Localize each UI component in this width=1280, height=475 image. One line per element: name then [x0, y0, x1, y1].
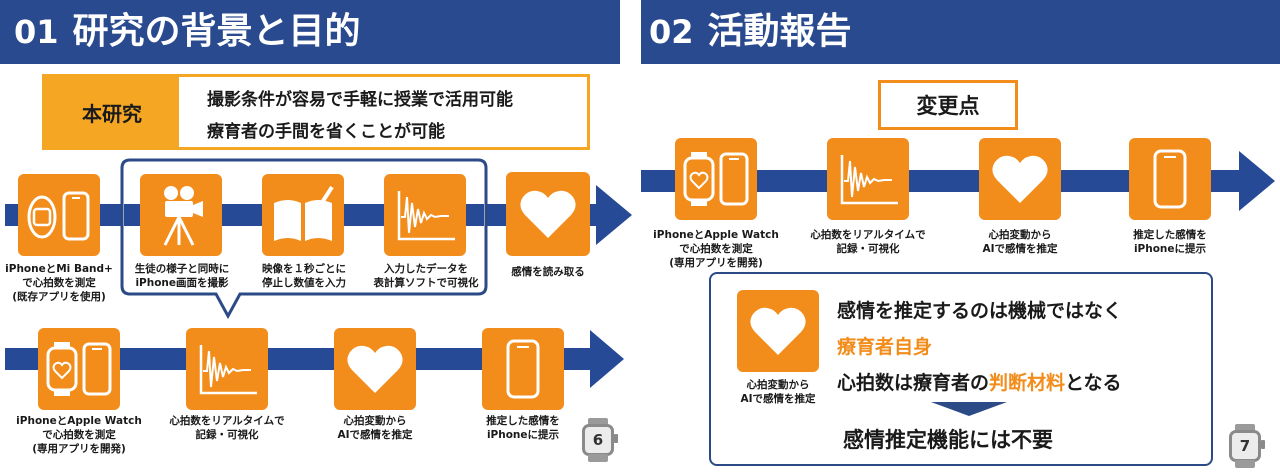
row1-caption-2: 生徒の様子と同時に iPhone画面を撮影: [134, 263, 230, 289]
note-line-3c: となる: [1065, 372, 1122, 394]
row1-icon-chart: [384, 174, 466, 256]
slide2-caption-2: 心拍数をリアルタイムで 記録・可視化: [810, 229, 926, 255]
heartrate-chart-icon: [199, 345, 257, 395]
note-conclusion: 感情推定機能には不要: [843, 428, 1053, 452]
slide2-arrow-head: [1239, 151, 1275, 211]
note-line-1: 感情を推定するのは機械ではなく: [837, 300, 1123, 322]
page-number-badge: 7: [1227, 424, 1265, 468]
smartband-icon: [27, 191, 90, 241]
heart-icon: [520, 190, 576, 238]
heart-icon: [992, 155, 1048, 203]
row2-icon-watch-phone: [38, 328, 120, 410]
row2-icon-phone: [482, 328, 564, 410]
slide-2-title-banner: 02 活動報告: [641, 0, 1280, 64]
row1-icon-book: [262, 174, 344, 256]
row2-caption-2: 心拍数をリアルタイムで 記録・可視化: [169, 415, 285, 441]
page-number: 6: [592, 431, 604, 449]
research-label: 本研究: [82, 101, 142, 126]
changes-label-box: 変更点: [878, 80, 1018, 130]
note-icon-heart: [737, 290, 819, 372]
heart-icon: [750, 307, 806, 355]
heartrate-chart-icon: [840, 155, 898, 205]
slide-2-number: 02: [649, 13, 694, 51]
apple-watch-heart-icon: [46, 342, 112, 396]
book-pen-icon: [274, 185, 334, 241]
note-box: 心拍変動から AIで感情を推定 感情を推定するのは機械ではなく 療育者自身 心拍…: [709, 272, 1213, 466]
note-line-3a: 心拍数は療育者の: [837, 372, 990, 394]
note-line-2: 療育者自身: [837, 336, 933, 358]
heartrate-chart-icon: [397, 191, 455, 241]
row2-arrow-line: [5, 348, 595, 370]
row1-caption-1: iPhoneとMi Band+ で心拍数を測定 (既存アプリを使用): [5, 263, 113, 303]
row2-arrow-head: [590, 330, 624, 388]
slide2-caption-4: 推定した感情を iPhoneに提示: [1133, 229, 1207, 255]
note-down-arrow: [931, 402, 1007, 416]
slide-1: 01 研究の背景と目的 本研究 撮影条件が容易で手軽に授業で活用可能 療育者の手間…: [0, 0, 634, 475]
slide2-icon-phone: [1129, 138, 1211, 220]
slide2-caption-3: 心拍変動から AIで感情を推定: [982, 229, 1058, 255]
slide-1-title: 研究の背景と目的: [72, 11, 361, 52]
slide-1-title-banner: 01 研究の背景と目的: [0, 0, 620, 64]
heart-icon: [347, 345, 403, 393]
slide2-icon-watch-phone: [675, 138, 757, 220]
row2-caption-3: 心拍変動から AIで感情を推定: [337, 415, 413, 441]
row1-icon-camera: [140, 174, 222, 256]
smartphone-icon: [1153, 149, 1187, 209]
row1-arrow-head: [596, 185, 632, 245]
page-number-badge: 6: [580, 418, 618, 462]
slide2-arrow-line: [641, 170, 1241, 192]
slide2-caption-1: iPhoneとApple Watch で心拍数を測定 (専用アプリを開発): [653, 229, 779, 269]
slide-2-title: 活動報告: [707, 11, 852, 52]
note-line-3b: 判断材料: [989, 372, 1066, 394]
row2-caption-1: iPhoneとApple Watch で心拍数を測定 (専用アプリを開発): [16, 415, 142, 455]
page-number: 7: [1239, 437, 1251, 455]
row1-caption-5: 感情を読み取る: [511, 266, 585, 278]
apple-watch-heart-icon: [683, 152, 749, 206]
slide-1-number: 01: [14, 13, 59, 51]
research-line-2: 療育者の手間を省くことが可能: [207, 122, 445, 142]
research-callout: 本研究 撮影条件が容易で手軽に授業で活用可能 療育者の手間を省くことが可能: [42, 74, 590, 150]
research-label-box: 本研究: [45, 77, 179, 147]
research-line-1: 撮影条件が容易で手軽に授業で活用可能: [207, 90, 513, 110]
row2-icon-chart: [186, 328, 268, 410]
slide2-icon-heart: [979, 138, 1061, 220]
note-icon-caption: 心拍変動から AIで感情を推定: [740, 379, 816, 405]
note-line-3: 心拍数は療育者の判断材料となる: [837, 368, 1121, 395]
changes-label: 変更点: [916, 94, 980, 118]
row1-caption-4: 入力したデータを 表計算ソフトで可視化: [373, 263, 479, 289]
smartphone-icon: [506, 339, 540, 399]
row2-caption-4: 推定した感情を iPhoneに提示: [486, 415, 560, 441]
video-camera-icon: [163, 186, 203, 246]
row2-icon-heart: [334, 328, 416, 410]
row1-icon-band: [18, 174, 100, 256]
row1-caption-3: 映像を１秒ごとに 停止し数値を入力: [262, 263, 346, 289]
row1-icon-heart: [506, 172, 590, 256]
slide2-icon-chart: [827, 138, 909, 220]
